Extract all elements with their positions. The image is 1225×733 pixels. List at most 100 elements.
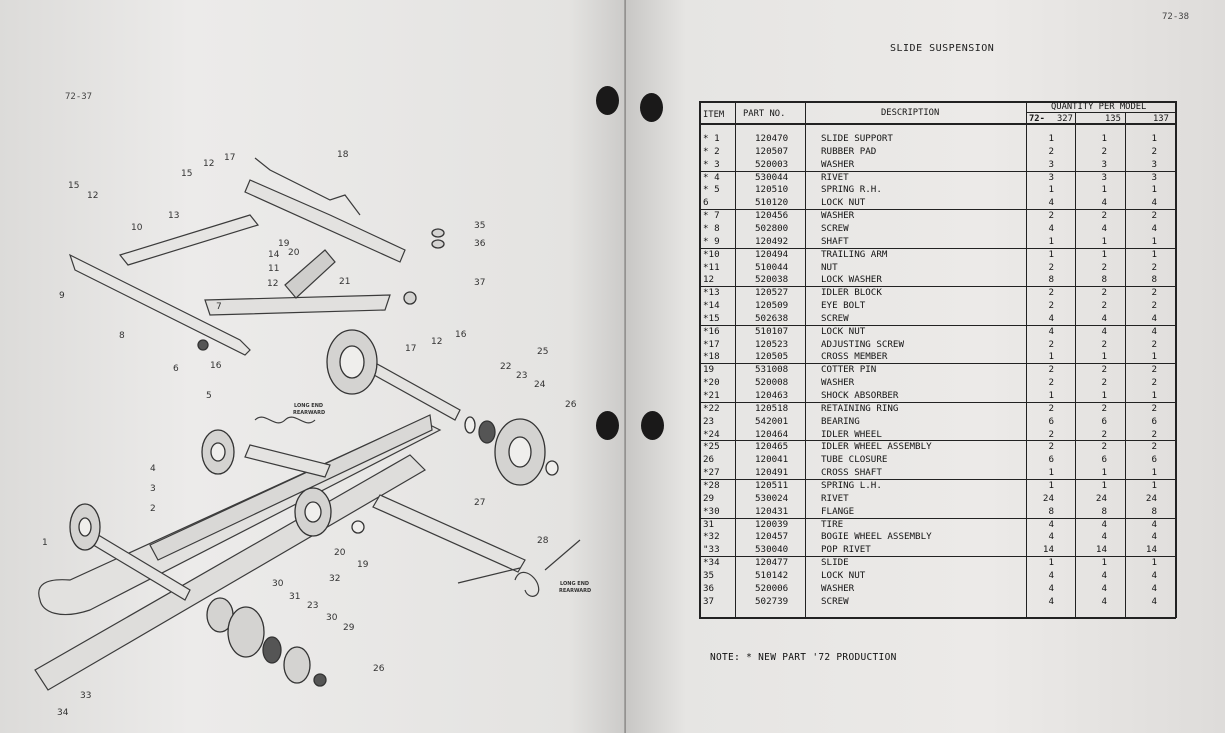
row-part-number: 120518 [755,402,789,414]
row-quantity-137: 4 [1151,531,1157,543]
row-quantity-327: 2 [1048,428,1054,440]
col-header-description: DESCRIPTION [881,108,940,118]
callout-23: 23 [516,371,527,381]
callout-24: 24 [534,380,546,390]
callout-30: 30 [326,613,338,623]
row-quantity-137: 1 [1151,235,1157,247]
row-part-number: 502739 [755,595,789,607]
row-quantity-135: 2 [1101,145,1107,157]
row-description: LOCK NUT [821,197,866,209]
row-part-number: 502800 [755,222,789,234]
row-part-number: 120039 [755,518,789,530]
row-part-number: 520003 [755,158,789,170]
row-description: SPRING L.H. [821,479,882,491]
row-quantity-135: 4 [1101,531,1107,543]
exploded-suspension-diagram: LONG END REARWARD LONG END REARWARD 15 1… [35,153,558,690]
row-part-number: 120510 [755,184,789,196]
row-quantity-327: 2 [1048,261,1054,273]
row-quantity-327: 4 [1048,518,1054,530]
row-quantity-327: 1 [1048,557,1054,569]
row-quantity-137: 4 [1151,312,1157,324]
row-quantity-327: 4 [1048,312,1054,324]
callout-30: 30 [272,579,284,589]
row-quantity-137: 4 [1151,197,1157,209]
row-quantity-327: 1 [1048,390,1054,401]
row-quantity-137: 2 [1151,441,1157,453]
callout-17: 17 [224,153,235,163]
row-item-number: *11 [703,261,720,273]
row-part-number: 502638 [755,312,789,324]
row-item-number: * 5 [703,184,720,196]
row-quantity-135: 8 [1101,274,1107,286]
callout-16: 16 [210,361,222,371]
row-part-number: 120456 [755,210,789,222]
row-description: WASHER [821,377,855,389]
row-item-number: *22 [703,402,720,414]
row-item-number: 19 [703,364,715,376]
row-description: SCREW [821,312,849,324]
row-description: RETAINING RING [821,402,899,414]
row-quantity-135: 6 [1101,415,1107,427]
callout-20: 20 [334,548,346,558]
row-quantity-135: 2 [1101,402,1107,414]
row-description: CROSS MEMBER [821,351,888,363]
row-description: SHOCK ABSORBER [821,390,899,401]
row-description: COTTER PIN [821,364,877,376]
callout-16: 16 [455,330,467,340]
row-quantity-137: 8 [1151,505,1157,517]
row-item-number: "33 [703,544,720,556]
row-group-divider [699,170,1176,172]
row-description: LOCK WASHER [821,274,882,286]
row-item-number: *34 [703,557,720,569]
row-description: LOCK NUT [821,569,866,581]
row-part-number: 510107 [755,325,789,337]
row-quantity-137: 1 [1151,390,1157,401]
row-quantity-135: 1 [1101,235,1107,247]
row-quantity-137: 6 [1151,415,1157,427]
row-item-number: 12 [703,274,715,286]
row-quantity-137: 2 [1151,428,1157,440]
page-title: SLIDE SUSPENSION [890,43,995,54]
row-quantity-137: 1 [1151,479,1157,491]
col-header-quantity: QUANTITY PER MODEL [1051,102,1147,112]
row-description: IDLER BLOCK [821,287,882,299]
row-item-number: *16 [703,325,720,337]
row-quantity-137: 1 [1151,351,1157,363]
callout-12: 12 [267,279,278,289]
row-quantity-137: 2 [1151,364,1157,376]
row-quantity-327: 2 [1048,287,1054,299]
row-quantity-135: 4 [1101,312,1107,324]
left-page: 72-37 [0,0,632,733]
row-description: RIVET [821,492,849,504]
binder-hole [596,86,619,115]
row-quantity-135: 4 [1101,325,1107,337]
footnote: NOTE: * NEW PART '72 PRODUCTION [710,652,897,663]
callout-3: 3 [150,484,156,494]
row-quantity-137: 14 [1145,544,1157,556]
row-quantity-135: 1 [1101,184,1107,196]
row-part-number: 510120 [755,197,789,209]
callout-17: 17 [405,344,416,354]
row-group-divider [699,440,1176,442]
callout-20: 20 [288,248,300,258]
binder-hole [596,411,619,440]
row-description: LOCK NUT [821,325,866,337]
row-item-number: 37 [703,595,715,607]
row-description: SCREW [821,595,849,607]
row-description: SCREW [821,222,849,234]
row-quantity-137: 2 [1151,300,1157,312]
row-quantity-135: 24 [1095,492,1107,504]
row-quantity-327: 4 [1048,222,1054,234]
col-header-model-135: 135 [1105,114,1121,124]
row-group-divider [699,363,1176,365]
row-part-number: 120505 [755,351,789,363]
row-quantity-137: 1 [1151,248,1157,260]
row-item-number: * 7 [703,210,720,222]
row-description: POP RIVET [821,544,871,556]
row-description: SHAFT [821,235,849,247]
row-item-number: * 8 [703,222,720,234]
left-page-number: 72-37 [65,92,93,102]
right-page: 72-38 SLIDE SUSPENSION ITEM PART NO. DES… [626,0,1225,733]
row-quantity-137: 24 [1145,492,1157,504]
row-quantity-137: 8 [1151,274,1157,286]
